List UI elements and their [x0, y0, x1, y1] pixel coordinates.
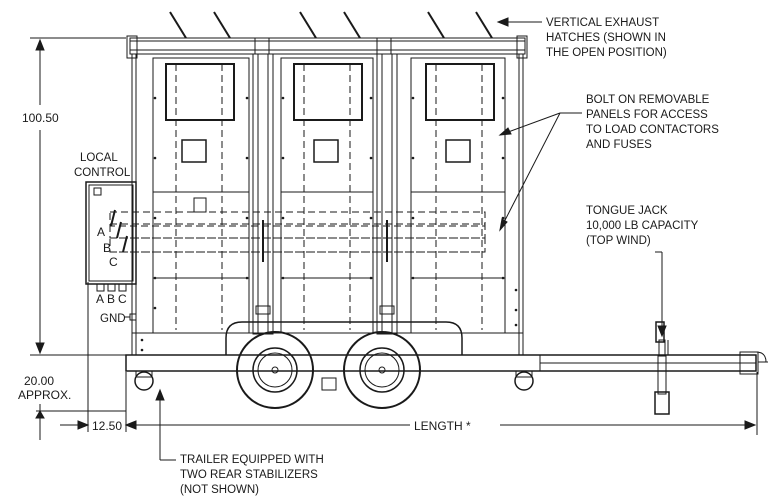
hatch-openings	[165, 63, 495, 163]
local-control-label-line1: LOCAL	[80, 152, 118, 164]
stabilizers-label-line1: TRAILER EQUIPPED WITH	[180, 454, 324, 466]
trailer-chassis	[125, 321, 757, 391]
trailer-wheels	[236, 331, 421, 409]
tongue-jack-label-line3: (TOP WIND)	[586, 235, 651, 247]
ground-clearance-approx: APPROX.	[18, 388, 71, 402]
length-dimension-value: LENGTH *	[414, 419, 471, 433]
switch-b-label: B	[103, 241, 111, 255]
roof-structure	[126, 35, 528, 59]
leader-lines	[155, 17, 667, 461]
height-dimension	[30, 37, 126, 356]
exhaust-label-line2: HATCHES (SHOWN IN	[546, 32, 666, 44]
enclosure-frame	[131, 54, 524, 355]
local-control-label-line2: CONTROL	[74, 167, 131, 179]
hidden-internal-components	[109, 64, 486, 330]
height-dimension-value: 100.50	[22, 111, 59, 125]
terminal-a-label: A	[96, 292, 104, 306]
tongue-jack-label-line2: 10,000 LB CAPACITY	[586, 220, 699, 232]
gnd-label: GND	[100, 313, 126, 325]
switch-a-label: A	[97, 225, 105, 239]
panels-label-line1: BOLT ON REMOVABLE	[586, 94, 710, 106]
exhaust-label-line3: THE OPEN POSITION)	[546, 47, 667, 59]
vertical-posts	[252, 53, 398, 335]
tongue-jack-label-line1: TONGUE JACK	[586, 205, 668, 217]
stabilizers-label-line2: TWO REAR STABILIZERS	[180, 469, 318, 481]
panel-rivets	[140, 96, 518, 352]
offset-dimension-value: 12.50	[92, 419, 122, 433]
length-dimension	[60, 282, 758, 435]
terminal-c-label: C	[118, 292, 127, 306]
exhaust-label-line1: VERTICAL EXHAUST	[546, 17, 659, 29]
tongue-jack	[654, 321, 768, 415]
panels-label-line4: AND FUSES	[586, 139, 652, 151]
ground-clearance-value: 20.00	[24, 374, 54, 388]
terminal-b-label: B	[107, 292, 115, 306]
stabilizers-label-line3: (NOT SHOWN)	[180, 484, 259, 496]
switch-c-label: C	[109, 255, 118, 269]
rear-stabilizer-feet	[134, 370, 534, 391]
ground-clearance-dimension	[35, 404, 126, 440]
panels-label-line2: PANELS FOR ACCESS	[586, 109, 708, 121]
removable-panels	[152, 57, 506, 334]
exhaust-hatches	[169, 11, 493, 39]
local-control-box	[85, 181, 137, 321]
panels-label-line3: TO LOAD CONTACTORS	[586, 124, 719, 136]
